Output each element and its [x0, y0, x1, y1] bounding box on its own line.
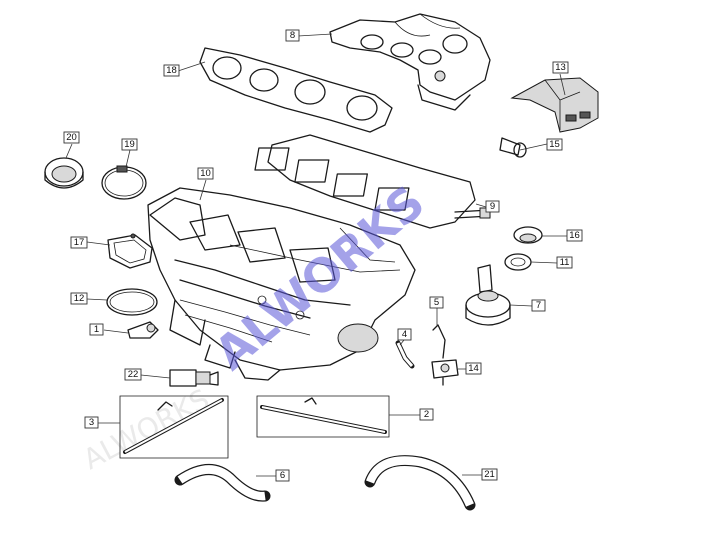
- callout-19: 19: [121, 138, 138, 151]
- callout-21: 21: [481, 468, 498, 481]
- callout-22-label: 22: [128, 369, 139, 380]
- part-14-check-valve: [431, 359, 459, 386]
- callout-11-label: 11: [560, 257, 570, 268]
- callout-5-label: 5: [434, 297, 439, 308]
- callout-17: 17: [70, 236, 88, 249]
- part-17-gasket: [107, 233, 153, 269]
- part-13-heat-shield: [510, 77, 599, 133]
- callout-1-label: 1: [94, 324, 99, 335]
- callout-16-label: 16: [569, 230, 580, 241]
- callout-20: 20: [63, 131, 80, 144]
- callout-13-label: 13: [555, 62, 566, 73]
- callout-21-label: 21: [484, 469, 495, 480]
- background-watermark: ALWORKS: [78, 382, 215, 476]
- part-8-exhaust-manifold: [329, 13, 491, 111]
- part-6-bent-hose: [174, 464, 271, 502]
- callout-15-label: 15: [549, 139, 560, 150]
- callout-16: 16: [566, 229, 583, 242]
- callout-14: 14: [465, 362, 482, 375]
- callout-7: 7: [531, 299, 546, 312]
- callout-13: 13: [552, 61, 569, 74]
- callout-8-label: 8: [290, 30, 295, 41]
- part-4-small-hose: [395, 340, 415, 369]
- callout-4: 4: [397, 328, 412, 341]
- part-12-o-ring: [106, 288, 158, 316]
- part-16-grommet: [513, 226, 543, 244]
- callout-10: 10: [197, 167, 214, 180]
- callout-2-label: 2: [424, 409, 429, 420]
- callout-19-label: 19: [124, 139, 135, 150]
- part-18-exhaust-gasket: [199, 47, 393, 133]
- part-2-hose-kit: [256, 395, 390, 438]
- part-5-hose-connector: [432, 324, 446, 359]
- callout-3-label: 3: [89, 417, 94, 428]
- part-3-hose-kit: [119, 395, 229, 459]
- callout-8: 8: [285, 29, 300, 42]
- part-11-washer: [504, 253, 532, 271]
- callout-7-label: 7: [536, 300, 541, 311]
- callout-6-label: 6: [280, 470, 285, 481]
- callout-14-label: 14: [468, 363, 479, 374]
- callout-18: 18: [163, 64, 180, 77]
- part-1-bracket: [127, 321, 159, 339]
- part-22-sensor: [169, 369, 219, 387]
- part-7-actuator: [465, 264, 511, 326]
- callout-22: 22: [124, 368, 142, 381]
- leader-lines: [65, 33, 567, 477]
- callout-18-label: 18: [166, 65, 177, 76]
- callout-10-label: 10: [200, 168, 211, 179]
- callout-4-label: 4: [402, 329, 407, 340]
- callout-2: 2: [419, 408, 434, 421]
- part-9-runner-gasket: [254, 134, 491, 229]
- part-15-sleeve: [499, 137, 527, 158]
- callout-9: 9: [485, 200, 500, 213]
- callout-3: 3: [84, 416, 99, 429]
- callout-1: 1: [89, 323, 104, 336]
- callout-17-label: 17: [74, 237, 85, 248]
- part-21-bent-hose: [364, 455, 476, 511]
- callout-20-label: 20: [66, 132, 77, 143]
- callouts: 8 18 13 15 20 19 10 9 17 16 11 12 7 5 1 …: [63, 29, 583, 482]
- callout-12-label: 12: [74, 293, 85, 304]
- callout-11: 11: [556, 256, 573, 269]
- callout-5: 5: [429, 296, 444, 309]
- part-19-clamp-ring: [101, 165, 147, 200]
- callout-9-label: 9: [490, 201, 495, 212]
- callout-12: 12: [70, 292, 88, 305]
- callout-6: 6: [275, 469, 290, 482]
- callout-15: 15: [546, 138, 563, 151]
- part-10-intake-manifold: [147, 187, 416, 381]
- part-20-seal: [44, 157, 84, 189]
